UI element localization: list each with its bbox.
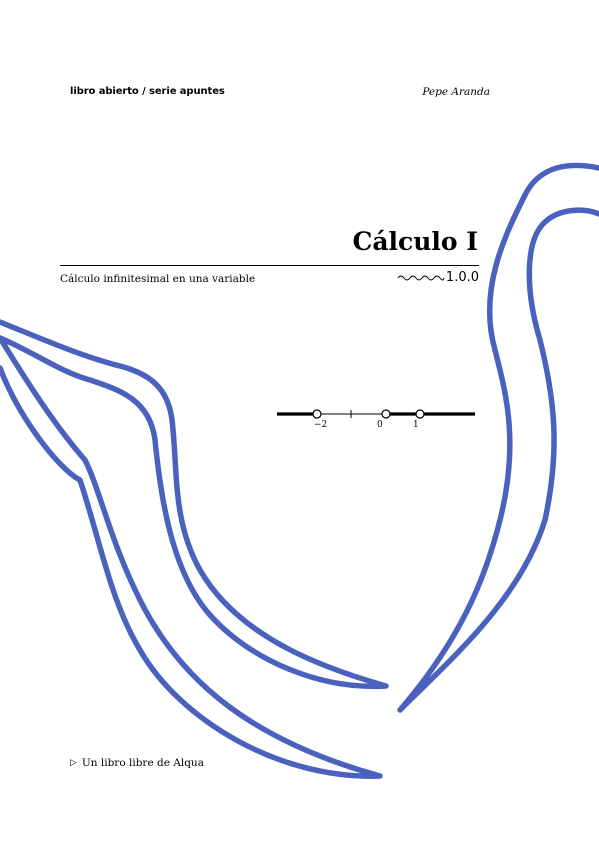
- tick-label-minus-two: −2: [314, 420, 327, 430]
- tick-label-zero: 0: [377, 420, 383, 430]
- triangle-right-icon: ▷: [70, 758, 77, 768]
- right-ribbon: [397, 162, 599, 713]
- author-name: Pepe Aranda: [422, 86, 490, 98]
- footer: ▷ Un libro libre de Alqua: [70, 757, 204, 769]
- open-point-zero: [381, 409, 391, 419]
- version-number: 1.0.0: [445, 270, 479, 285]
- footer-text: Un libro libre de Alqua: [81, 757, 204, 769]
- wave-icon: [397, 275, 445, 280]
- series-label: libro abierto / serie apuntes: [70, 86, 225, 97]
- book-title: Cálculo I: [352, 227, 478, 256]
- open-point-one: [415, 409, 425, 419]
- tick-label-one: 1: [413, 420, 419, 430]
- title-rule: [60, 265, 479, 267]
- open-point-minus-two: [312, 409, 322, 419]
- left-ribbon: [0, 319, 389, 690]
- book-subtitle: Cálculo infinitesimal en una variable: [60, 273, 256, 285]
- version-block: 1.0.0: [397, 270, 479, 285]
- left-ribbon-inner: [0, 335, 383, 779]
